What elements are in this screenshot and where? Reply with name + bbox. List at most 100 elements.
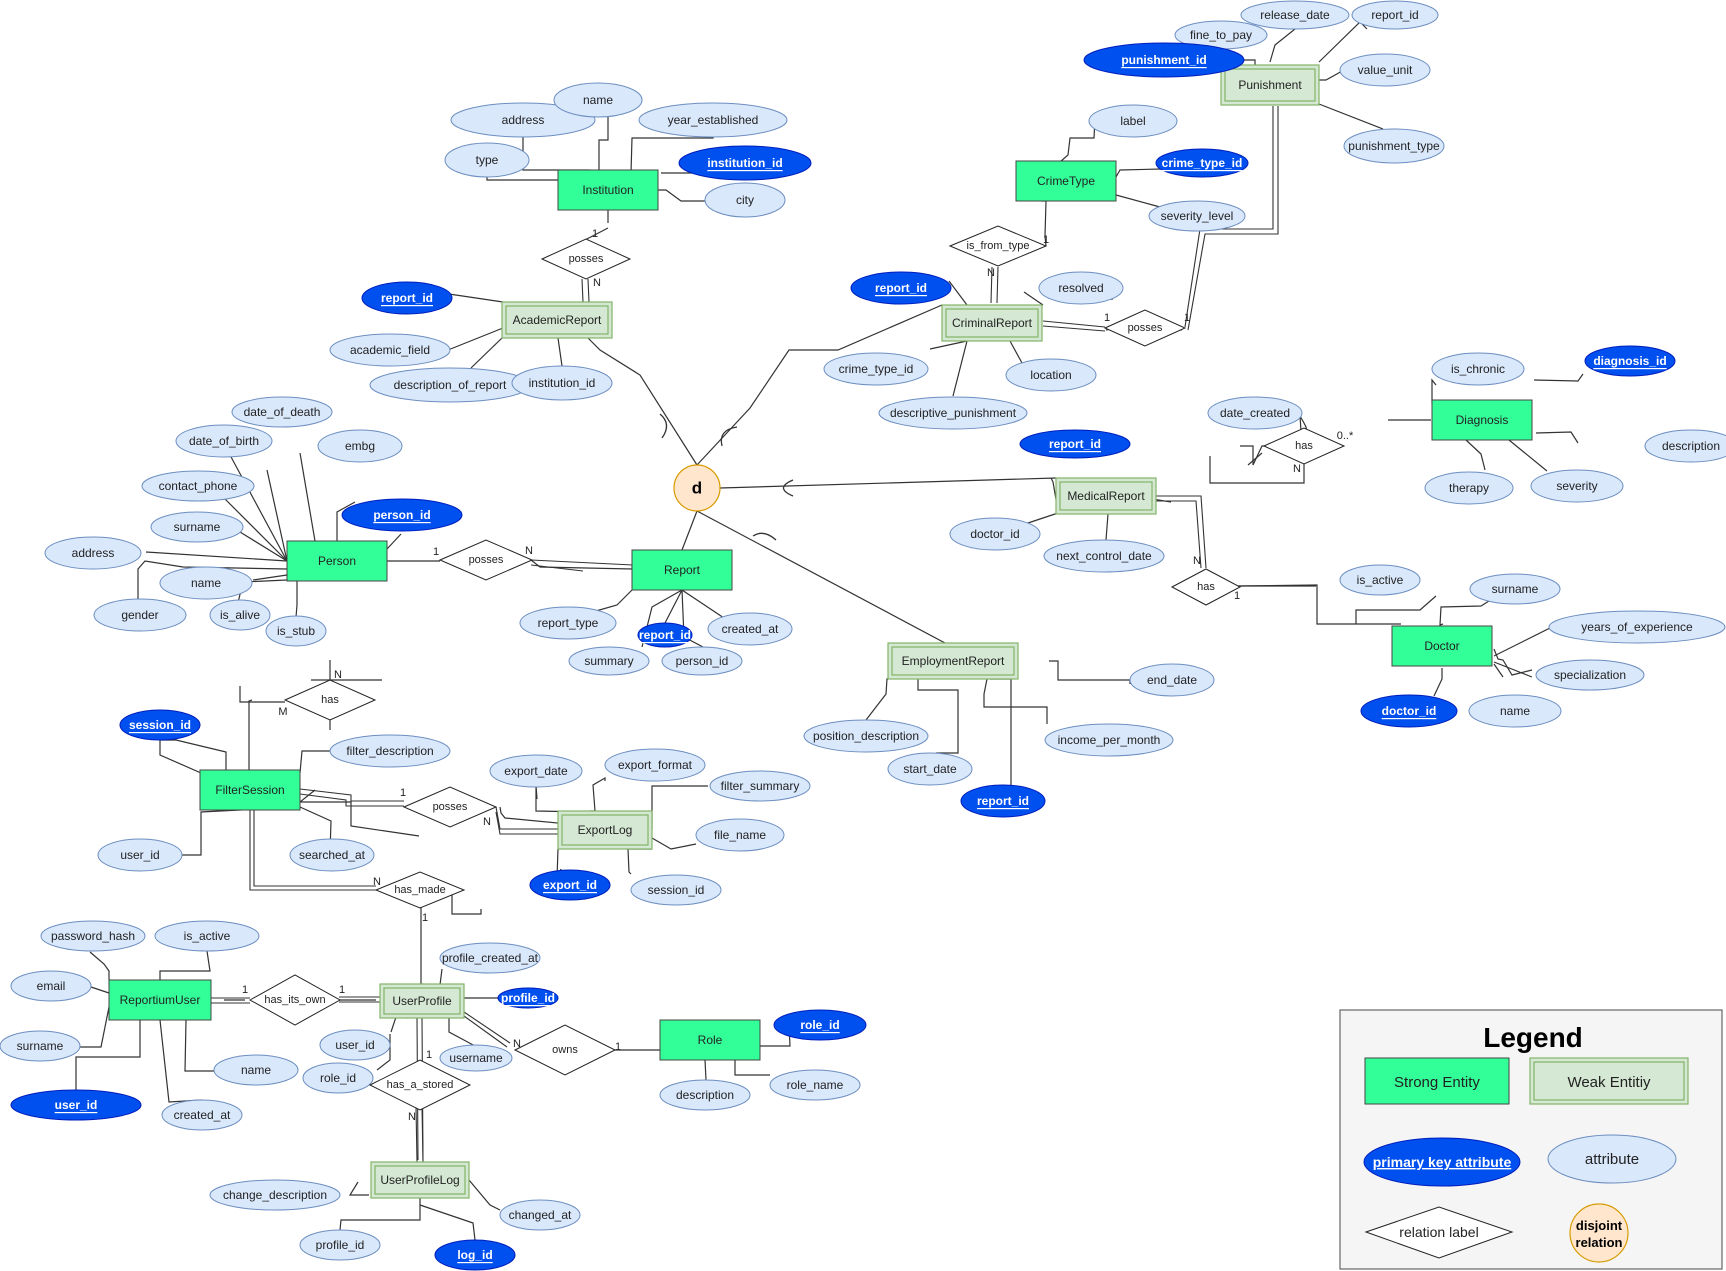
attribute-label: descriptive_punishment bbox=[890, 406, 1017, 420]
attribute-institution-id: institution_id bbox=[511, 365, 613, 401]
attribute-created-at: created_at bbox=[707, 612, 793, 646]
attribute-label: change_description bbox=[223, 1188, 327, 1202]
attribute-filter-summary: filter_summary bbox=[709, 770, 811, 802]
entity-label: Role bbox=[698, 1033, 723, 1047]
connector-line bbox=[557, 337, 563, 367]
entity-userprofile[interactable]: UserProfile bbox=[379, 983, 465, 1019]
attribute-label: summary bbox=[584, 654, 633, 668]
attribute-embg: embg bbox=[317, 429, 403, 463]
entity-academicreport[interactable]: AcademicReport bbox=[501, 301, 613, 339]
connector-line bbox=[159, 950, 211, 980]
relation-has-a-stored[interactable]: has_a_stored bbox=[368, 1059, 472, 1111]
relation-posses[interactable]: posses bbox=[540, 238, 632, 280]
relation-posses[interactable]: posses bbox=[438, 539, 534, 581]
connector-line bbox=[582, 227, 609, 242]
subset-arc bbox=[659, 413, 668, 439]
connector-line bbox=[1318, 21, 1368, 63]
connector-line bbox=[952, 340, 968, 397]
relation-label: owns bbox=[552, 1044, 578, 1056]
attribute-label: doctor_id bbox=[970, 527, 1019, 541]
relation-has-its-own[interactable]: has_its_own bbox=[248, 974, 342, 1026]
attribute-label: created_at bbox=[722, 622, 779, 636]
attribute-is-active: is_active bbox=[1339, 564, 1421, 596]
entity-criminalreport[interactable]: CriminalReport bbox=[941, 304, 1043, 342]
relation-has[interactable]: has bbox=[1170, 568, 1242, 606]
attribute-label: report_id bbox=[1049, 437, 1101, 451]
entity-userprofilelog[interactable]: UserProfileLog bbox=[370, 1161, 470, 1199]
connector-line bbox=[948, 280, 968, 306]
attribute-label: name bbox=[1500, 704, 1530, 718]
cardinality-label: M bbox=[278, 706, 287, 718]
attribute-surname: surname bbox=[150, 511, 244, 543]
entity-label: Person bbox=[318, 554, 356, 568]
entity-exportlog[interactable]: ExportLog bbox=[557, 810, 653, 850]
attribute-label: date_of_birth bbox=[189, 434, 259, 448]
entity-role[interactable]: Role bbox=[659, 1019, 761, 1061]
attribute-doctor-id: doctor_id bbox=[949, 517, 1041, 551]
relation-posses[interactable]: posses bbox=[402, 786, 498, 828]
relation-has-made[interactable]: has_made bbox=[374, 871, 466, 909]
entity-label: Diagnosis bbox=[1456, 413, 1509, 427]
attribute-is-chronic: is_chronic bbox=[1431, 352, 1525, 386]
entity-doctor[interactable]: Doctor bbox=[1391, 625, 1493, 667]
total-participation-line bbox=[253, 808, 376, 887]
cardinality-label: 1 bbox=[426, 1049, 432, 1061]
attribute-label: date_created bbox=[1220, 406, 1290, 420]
total-participation-line bbox=[421, 1105, 424, 1163]
attribute-punishment-type: punishment_type bbox=[1343, 128, 1445, 164]
attribute-surname: surname bbox=[1469, 573, 1561, 605]
attribute-label: report_id bbox=[977, 794, 1029, 808]
legend-relation-swatch bbox=[1364, 1206, 1514, 1259]
entity-institution[interactable]: Institution bbox=[557, 169, 659, 211]
relation-posses[interactable]: posses bbox=[1103, 309, 1187, 347]
entity-filtersession[interactable]: FilterSession bbox=[199, 769, 301, 811]
attribute-end-date: end_date bbox=[1129, 663, 1215, 697]
connector-line bbox=[587, 337, 698, 466]
relation-label: is_from_type bbox=[967, 240, 1030, 252]
relation-is-from-type[interactable]: is_from_type bbox=[948, 225, 1048, 267]
entity-reportiumuser[interactable]: ReportiumUser bbox=[108, 979, 212, 1021]
relation-has[interactable]: has bbox=[283, 679, 377, 721]
entity-punishment[interactable]: Punishment bbox=[1220, 64, 1320, 106]
entity-employmentreport[interactable]: EmploymentReport bbox=[887, 642, 1019, 680]
entity-medicalreport[interactable]: MedicalReport bbox=[1055, 477, 1157, 515]
attribute-severity-level: severity_level bbox=[1148, 200, 1246, 232]
entity-label: ReportiumUser bbox=[120, 993, 201, 1007]
attribute-label: diagnosis_id bbox=[1593, 354, 1666, 368]
relation-has[interactable]: has bbox=[1262, 427, 1346, 465]
attribute-label: income_per_month bbox=[1058, 733, 1161, 747]
connector-line bbox=[295, 581, 298, 618]
attribute-date-of-death: date_of_death bbox=[231, 396, 333, 428]
subset-arc bbox=[752, 532, 777, 541]
attribute-label: surname bbox=[174, 520, 221, 534]
connector-line bbox=[598, 117, 609, 190]
attribute-label: contact_phone bbox=[159, 479, 238, 493]
attribute-surname: surname bbox=[0, 1030, 81, 1062]
entity-diagnosis[interactable]: Diagnosis bbox=[1431, 399, 1533, 441]
connector-line bbox=[1115, 194, 1161, 208]
attribute-label: person_id bbox=[676, 654, 729, 668]
attribute-label: filter_description bbox=[346, 744, 433, 758]
total-participation-line bbox=[530, 564, 584, 572]
pk-attribute-user-id: user_id bbox=[10, 1089, 142, 1121]
connector-line bbox=[1059, 117, 1096, 163]
attribute-report-type: report_type bbox=[519, 606, 617, 640]
legend-title: Legend bbox=[1483, 1022, 1583, 1053]
entity-crimetype[interactable]: CrimeType bbox=[1015, 160, 1117, 202]
relation-owns[interactable]: owns bbox=[513, 1024, 617, 1076]
connector-line bbox=[865, 678, 888, 721]
attribute-label: label bbox=[1120, 114, 1145, 128]
entity-report[interactable]: Report bbox=[631, 549, 733, 591]
attribute-address: address bbox=[44, 536, 142, 570]
attribute-label: role_id bbox=[320, 1071, 356, 1085]
connector-line bbox=[386, 533, 402, 550]
entity-person[interactable]: Person bbox=[286, 540, 388, 582]
connector-line bbox=[917, 679, 959, 754]
connector-line bbox=[299, 452, 316, 542]
disjoint-node[interactable]: d bbox=[673, 464, 721, 512]
connector-line bbox=[651, 785, 708, 830]
attribute-change-description: change_description bbox=[209, 1179, 341, 1211]
attribute-profile-created-at: profile_created_at bbox=[439, 942, 541, 974]
connector-line bbox=[229, 454, 288, 562]
total-participation-line bbox=[1042, 325, 1106, 332]
